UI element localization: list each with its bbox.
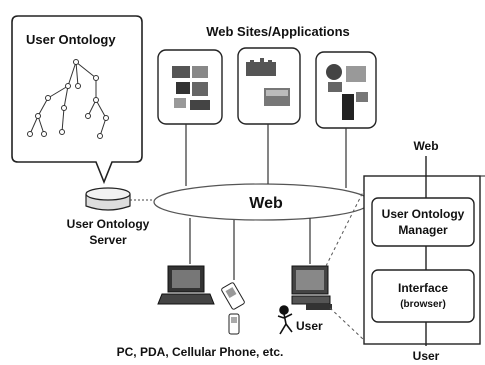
web-sites-title: Web Sites/Applications	[206, 24, 350, 39]
web-site-box-3	[315, 51, 377, 129]
web-site-connectors	[185, 124, 347, 188]
devices-caption: PC, PDA, Cellular Phone, etc.	[117, 345, 284, 359]
user-figure-icon	[277, 305, 293, 335]
web-site-box-1	[157, 49, 223, 125]
interface-browser-box: Interface (browser)	[371, 269, 475, 323]
manager-label-line1: User Ontology	[382, 207, 465, 221]
right-web-label: Web	[413, 139, 438, 153]
interface-label-line1: Interface	[398, 281, 448, 295]
interface-label-line2: (browser)	[400, 299, 446, 310]
user-near-pc-label: User	[296, 319, 323, 333]
right-user-label: User	[413, 349, 440, 363]
pda-icon	[221, 282, 245, 310]
user-ontology-manager-box: User Ontology Manager	[371, 197, 475, 247]
user-ontology-callout: User Ontology	[11, 15, 143, 185]
device-connectors	[189, 218, 311, 280]
cellular-phone-icon	[228, 313, 240, 335]
database-server-icon	[85, 187, 131, 211]
server-label-line1: User Ontology	[67, 217, 150, 231]
desktop-pc-icon	[291, 265, 332, 310]
user-ontology-title: User Ontology	[26, 32, 116, 47]
zoom-projection-lines	[325, 189, 365, 341]
manager-label-line2: Manager	[398, 223, 448, 237]
server-label-line2: Server	[89, 233, 127, 247]
web-site-box-2	[237, 47, 301, 125]
laptop-icon	[157, 265, 215, 305]
ontology-tree-graphic	[27, 59, 109, 139]
web-center-label: Web	[249, 195, 283, 212]
